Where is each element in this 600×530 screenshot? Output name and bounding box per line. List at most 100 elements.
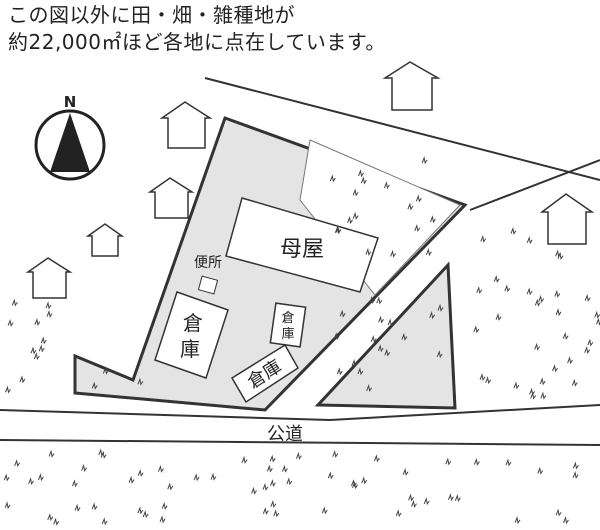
house-icon [147,177,195,219]
grass-mark [167,482,174,491]
grass-mark [555,308,562,317]
grass-mark [53,517,60,526]
toilet-building[interactable] [197,275,219,295]
neighbor-houses [25,61,595,299]
grass-mark [407,202,414,211]
grass-mark [402,467,409,476]
grass-mark [34,317,41,326]
grass-mark [40,336,47,345]
grass-mark [376,296,383,305]
storehouse-3-building[interactable] [230,343,299,404]
grass-mark [360,176,367,185]
grass-mark [262,482,269,491]
grass-mark [387,318,394,327]
grass-mark [526,287,533,296]
compass-north-label: N [64,93,77,111]
storehouse-2-label-char: 倉 [281,311,294,326]
grass-mark [281,464,288,473]
storehouse-1-building[interactable] [154,291,229,379]
grass-mark [295,451,302,460]
grass-mark [495,312,502,321]
grass-mark [352,481,358,490]
house-icon [85,223,125,257]
grass-mark [5,385,11,394]
grass-mark [552,364,558,373]
grass-mark [193,473,200,482]
house-icon [539,193,595,245]
grass-mark [270,499,277,509]
grass-mark [262,506,269,515]
house-icon [382,61,441,111]
grass-mark [395,509,402,518]
house-icon [25,257,73,299]
grass-mark [3,473,10,482]
grass-mark [332,449,339,458]
grass-mark [352,188,359,197]
grass-mark [437,303,444,312]
garden-area [299,139,461,296]
grass-mark [28,477,35,486]
grass-mark [358,169,364,178]
grass-mark [572,461,579,470]
grass-mark [534,298,541,307]
grass-mark [378,315,385,324]
grass-mark [584,345,591,354]
grass-mark [128,475,135,484]
grass-mark [137,506,144,515]
main-house-building[interactable] [225,197,379,293]
grass-mark [251,486,257,495]
grass-mark [45,301,52,310]
grass-mark [587,338,594,347]
caption-line-2: 約22,000㎡ほど各地に点在しています。 [8,30,386,54]
grass-mark [534,342,541,351]
grass-mark [473,325,480,334]
grass-mark [383,181,390,190]
grass-mark [327,471,334,480]
grass-mark [514,516,521,525]
grass-mark [436,350,443,359]
grass-mark [370,334,377,343]
grass-mark [526,236,533,245]
grass-mark [563,516,569,525]
grass-mark [571,378,578,387]
grass-mark [473,457,480,466]
grass-mark [429,311,436,320]
grass-mark [538,294,545,303]
grass-mark [485,376,492,385]
grass-mark [273,509,280,518]
grass-mark [11,298,18,307]
grass-mark [414,224,421,233]
grass-mark [71,479,78,488]
grass-mark [390,249,397,258]
grass-mark [161,501,168,510]
grass-mark [493,274,500,283]
grass-mark [510,226,517,235]
grass-mark [447,493,454,502]
grass-mark [369,296,376,305]
grass-mark [555,508,562,517]
house-icon [159,101,213,149]
grass-mark [91,502,98,511]
grass-marks [3,156,600,526]
grass-mark [421,156,428,165]
grass-mark [30,346,37,355]
grass-mark [476,285,483,295]
grass-mark [33,352,40,361]
grass-mark [351,359,358,368]
storehouse-1-label: 庫 [180,337,200,361]
grass-mark [38,344,45,353]
grass-mark [572,470,579,480]
grass-mark [91,381,98,390]
grass-mark [480,234,487,243]
grass-mark [347,216,354,225]
grass-mark [210,472,217,481]
grass-mark [529,387,536,396]
grass-mark [423,497,430,506]
storehouse-2-label-char: 庫 [281,327,294,342]
grass-mark [505,458,512,467]
grass-mark [366,384,373,393]
grass-mark [269,479,276,488]
grass-mark [81,463,88,472]
grass-mark [37,473,44,482]
grass-mark [540,391,547,400]
